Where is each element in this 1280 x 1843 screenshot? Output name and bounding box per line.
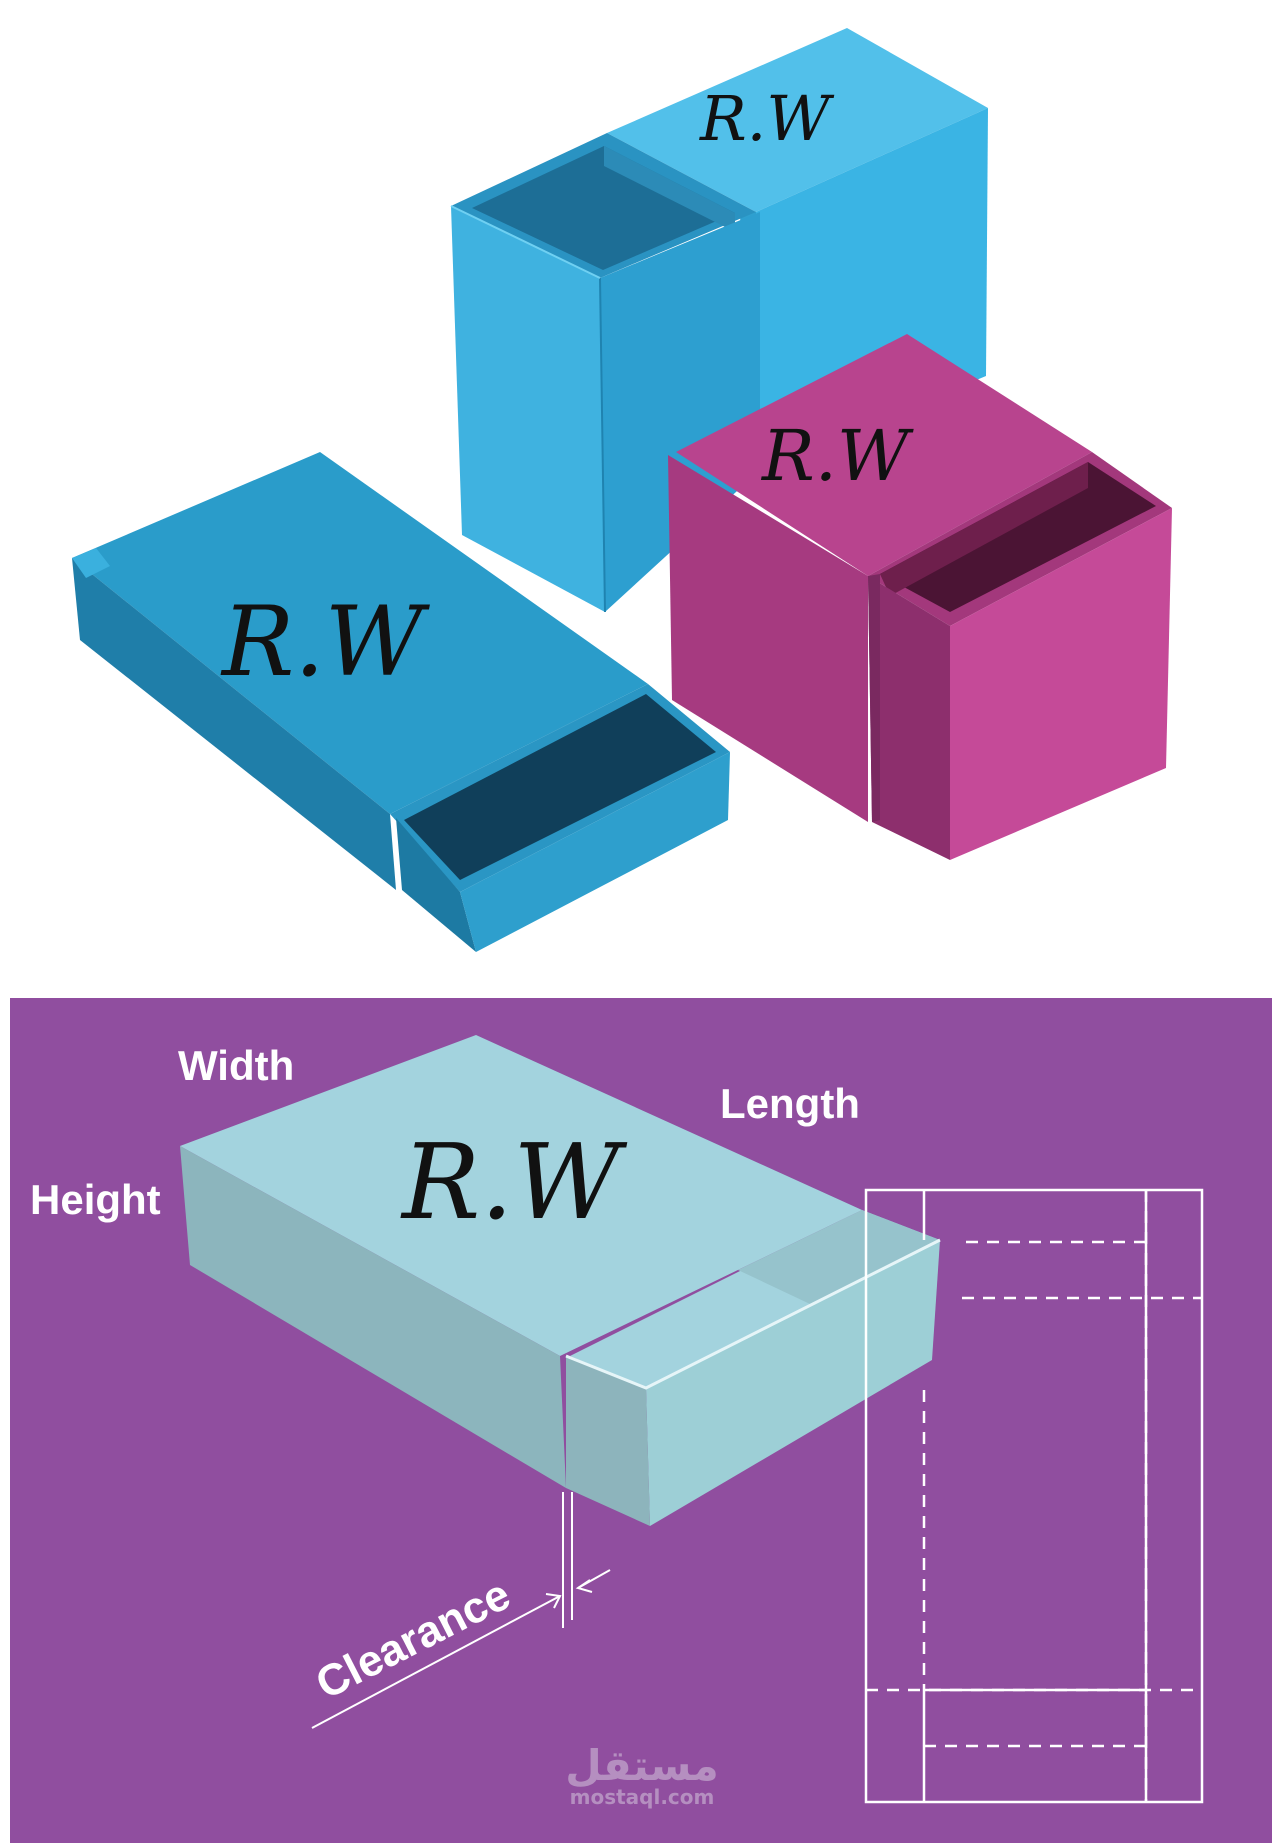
signature-teal: R.W	[220, 586, 431, 698]
pink-box	[668, 334, 1172, 860]
length-label: Length	[720, 1080, 860, 1127]
clearance-marker	[311, 1492, 611, 1729]
photo-boxes: R.W R.W R.W	[72, 28, 1172, 952]
signature-diagram: R.W	[400, 1121, 627, 1243]
height-label: Height	[30, 1176, 161, 1223]
watermark-site: mostaql.com	[570, 1785, 715, 1809]
signature-pink: R.W	[760, 415, 914, 497]
diagram-panel: Width Length Height Clearance R.W مستقل …	[10, 998, 1272, 1843]
width-label: Width	[178, 1042, 294, 1089]
signature-blue: R.W	[699, 82, 834, 155]
watermark-arabic: مستقل	[565, 1741, 719, 1790]
teal-drawer-box	[72, 452, 730, 952]
dieline	[864, 1188, 1204, 1804]
